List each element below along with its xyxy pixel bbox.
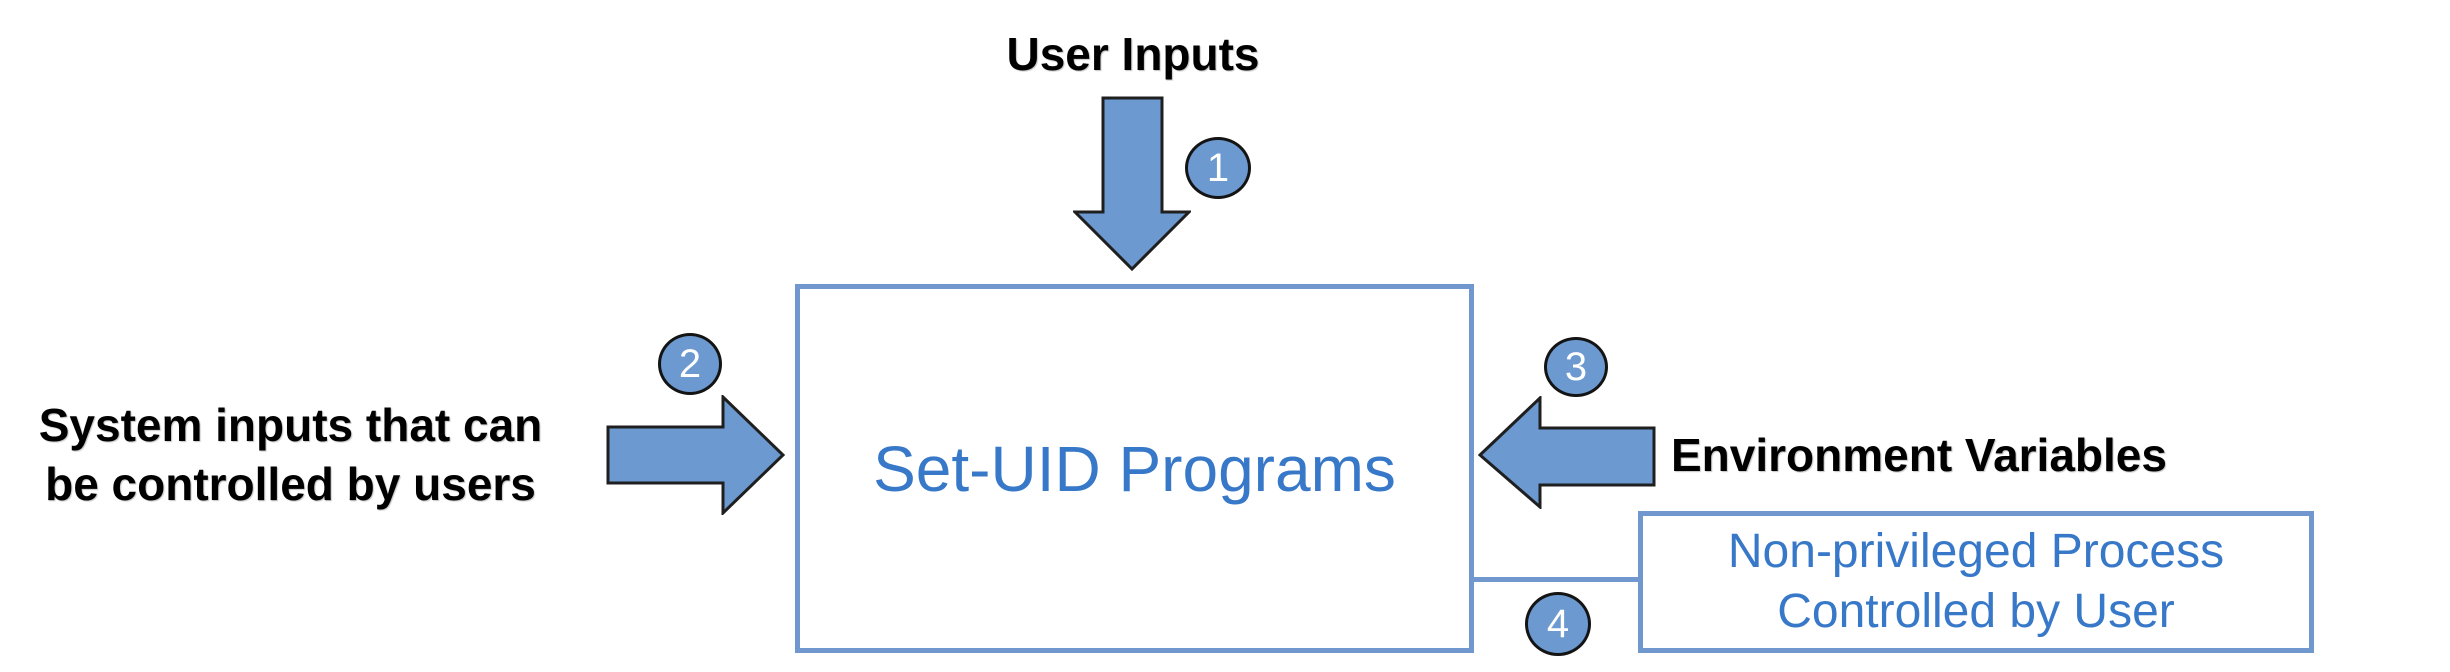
user-inputs-label: User Inputs bbox=[1006, 28, 1260, 80]
system-inputs-label: System inputs that can be controlled by … bbox=[8, 396, 573, 514]
set-uid-programs-box: Set-UID Programs bbox=[795, 284, 1474, 653]
connector-line bbox=[1471, 577, 1641, 582]
right-arrow-icon bbox=[606, 395, 786, 515]
step-badge-2: 2 bbox=[658, 333, 722, 395]
down-arrow-icon bbox=[1073, 96, 1191, 272]
step-badge-2-number: 2 bbox=[678, 342, 702, 386]
step-badge-1: 1 bbox=[1185, 137, 1251, 199]
left-arrow-icon bbox=[1478, 396, 1656, 509]
step-badge-4: 4 bbox=[1525, 592, 1591, 656]
non-privileged-process-line2: Controlled by User bbox=[1777, 585, 2175, 638]
non-privileged-process-line1: Non-privileged Process bbox=[1727, 525, 2225, 578]
step-badge-4-number: 4 bbox=[1546, 602, 1570, 646]
environment-variables-label: Environment Variables bbox=[1671, 429, 2167, 481]
step-badge-1-number: 1 bbox=[1206, 146, 1230, 190]
non-privileged-process-box: Non-privileged Process Controlled by Use… bbox=[1638, 511, 2314, 653]
step-badge-3-number: 3 bbox=[1564, 345, 1588, 389]
step-badge-3: 3 bbox=[1544, 337, 1608, 397]
set-uid-programs-label: Set-UID Programs bbox=[873, 432, 1396, 505]
system-inputs-label-line2: be controlled by users bbox=[45, 458, 536, 510]
system-inputs-label-line1: System inputs that can bbox=[38, 399, 543, 451]
